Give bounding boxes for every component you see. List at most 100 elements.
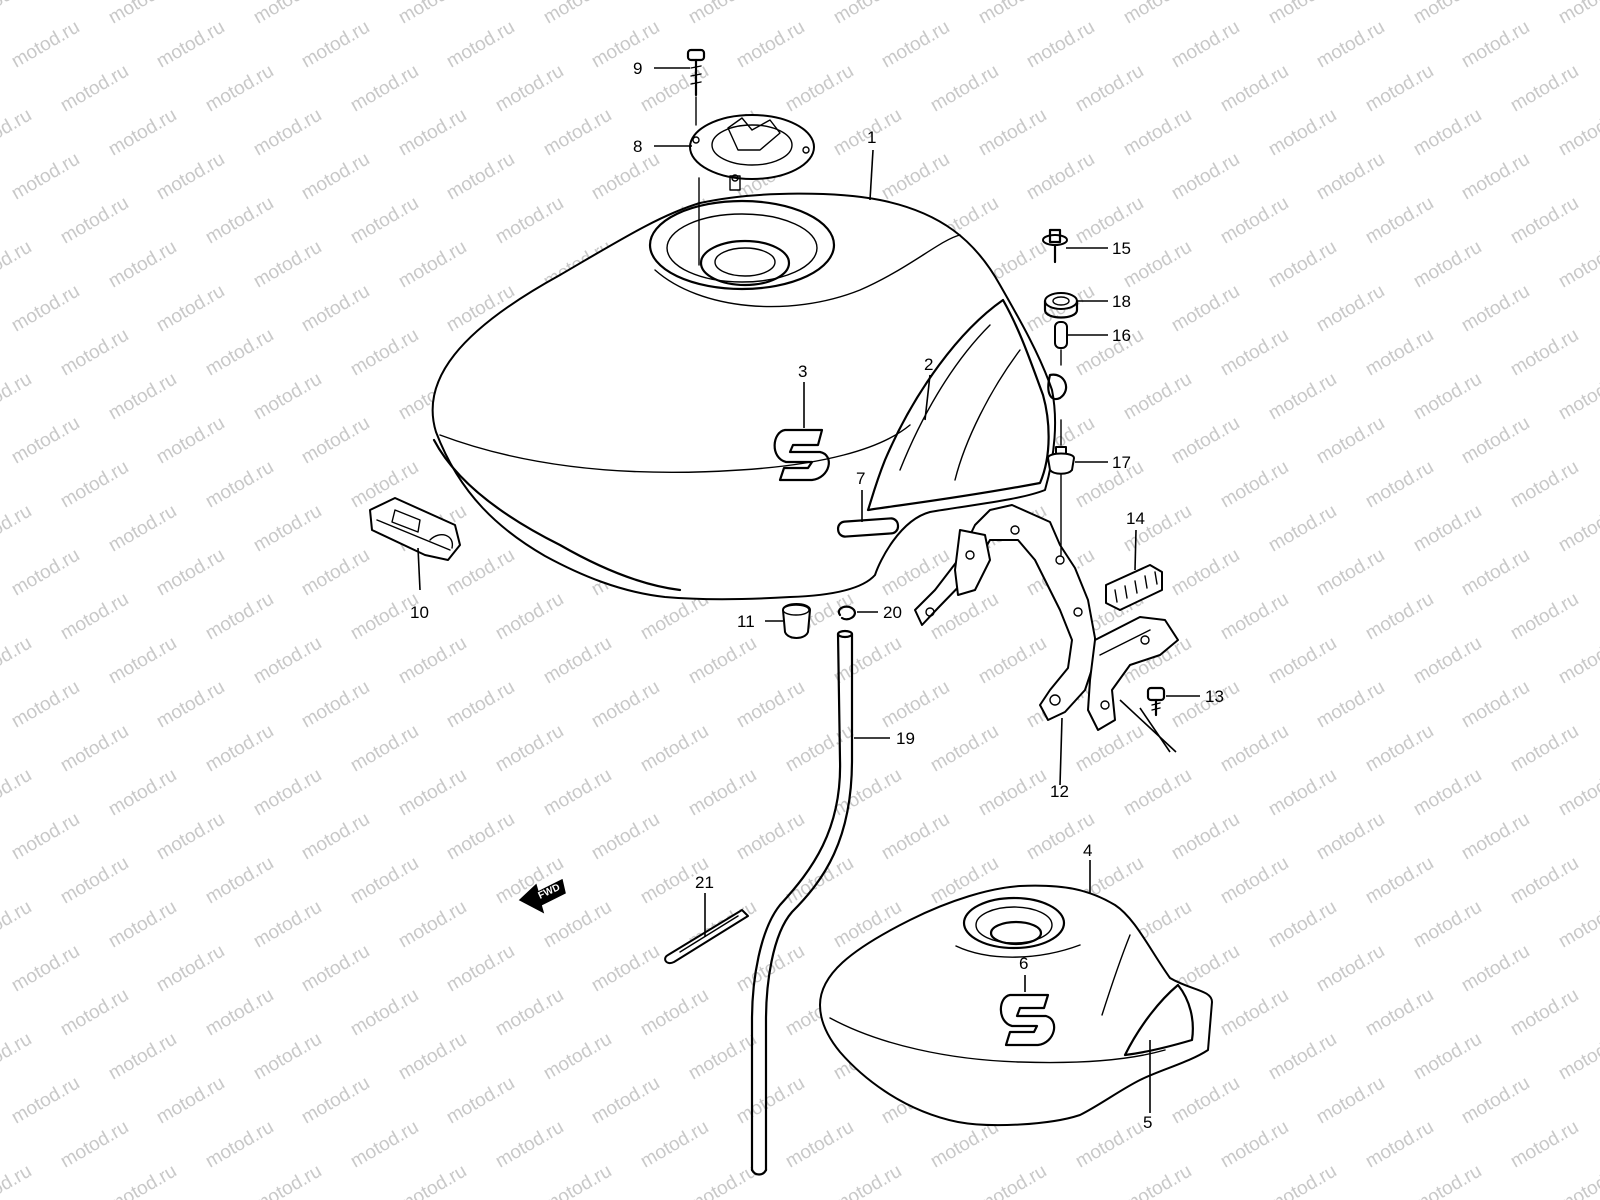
watermark-text: motod.ru xyxy=(57,325,132,381)
collar xyxy=(1054,321,1068,366)
watermark-text: motod.ru xyxy=(57,589,132,645)
leader-lines xyxy=(417,67,1200,1113)
callout-17: 17 xyxy=(1112,453,1131,472)
watermark-text: motod.ru xyxy=(1458,149,1533,205)
watermark-text: motod.ru xyxy=(540,1029,615,1085)
watermark-text: motod.ru xyxy=(1507,853,1582,909)
watermark-text: motod.ru xyxy=(57,457,132,513)
watermark-text: motod.ru xyxy=(347,193,422,249)
watermark-text: motod.ru xyxy=(298,413,373,469)
watermark-text: motod.ru xyxy=(395,633,470,689)
watermark-text: motod.ru xyxy=(1458,545,1533,601)
watermark-text: motod.ru xyxy=(8,809,83,865)
tank-cushion xyxy=(782,603,811,639)
watermark-text: motod.ru xyxy=(250,1029,325,1085)
watermark-text: motod.ru xyxy=(8,281,83,337)
watermark-text: motod.ru xyxy=(105,105,180,161)
watermark-text: motod.ru xyxy=(1120,237,1195,293)
alternate-fuel-tank xyxy=(819,884,1213,1127)
watermark-text: motod.ru xyxy=(1120,105,1195,161)
watermark-text: motod.ru xyxy=(105,765,180,821)
watermark-text: motod.ru xyxy=(0,633,35,689)
callout-10: 10 xyxy=(410,603,429,622)
watermark-text: motod.ru xyxy=(57,193,132,249)
watermark-text: motod.ru xyxy=(57,721,132,777)
watermark-text: motod.ru xyxy=(250,369,325,425)
callout-6: 6 xyxy=(1019,954,1028,973)
watermark-text: motod.ru xyxy=(1265,1161,1340,1200)
watermark-text: motod.ru xyxy=(1265,897,1340,953)
callout-20: 20 xyxy=(883,603,902,622)
watermark-text: motod.ru xyxy=(8,941,83,997)
watermark-text: motod.ru xyxy=(1168,413,1243,469)
watermark-text: motod.ru xyxy=(1410,897,1485,953)
watermark-text: motod.ru xyxy=(1217,457,1292,513)
watermark-text: motod.ru xyxy=(492,61,567,117)
watermark-text: motod.ru xyxy=(1507,1117,1582,1173)
watermark-text: motod.ru xyxy=(1410,765,1485,821)
watermark-text: motod.ru xyxy=(202,721,277,777)
watermark-text: motod.ru xyxy=(347,61,422,117)
watermark-text: motod.ru xyxy=(1313,677,1388,733)
watermark-text: motod.ru xyxy=(443,17,518,73)
watermark-text: motod.ru xyxy=(1555,105,1600,161)
watermark-text: motod.ru xyxy=(830,765,905,821)
watermark-text: motod.ru xyxy=(1313,413,1388,469)
watermark-text: motod.ru xyxy=(1265,1029,1340,1085)
watermark-text: motod.ru xyxy=(347,1117,422,1173)
watermark-text: motod.ru xyxy=(1313,545,1388,601)
watermark-text: motod.ru xyxy=(0,1029,35,1085)
watermark-text: motod.ru xyxy=(1410,237,1485,293)
watermark-text: motod.ru xyxy=(975,633,1050,689)
watermark-text: motod.ru xyxy=(637,985,712,1041)
watermark-text: motod.ru xyxy=(250,897,325,953)
watermark-text: motod.ru xyxy=(347,853,422,909)
watermark-text: motod.ru xyxy=(153,17,228,73)
watermark-text: motod.ru xyxy=(1217,589,1292,645)
watermark-text: motod.ru xyxy=(1168,1073,1243,1129)
watermark-text: motod.ru xyxy=(782,61,857,117)
watermark-text: motod.ru xyxy=(105,1161,180,1200)
watermark-text: motod.ru xyxy=(540,0,615,28)
callout-2: 2 xyxy=(924,355,933,374)
watermark-text: motod.ru xyxy=(492,721,567,777)
watermark-text: motod.ru xyxy=(1217,61,1292,117)
watermark-text: motod.ru xyxy=(153,809,228,865)
watermark-text: motod.ru xyxy=(1458,941,1533,997)
watermark-text: motod.ru xyxy=(1265,369,1340,425)
watermark-text: motod.ru xyxy=(1265,105,1340,161)
watermark-text: motod.ru xyxy=(0,765,35,821)
watermark-text: motod.ru xyxy=(637,721,712,777)
watermark-text: motod.ru xyxy=(443,149,518,205)
watermark-text: motod.ru xyxy=(443,809,518,865)
watermark-text: motod.ru xyxy=(1023,17,1098,73)
watermark-text: motod.ru xyxy=(588,677,663,733)
breather-hose xyxy=(750,629,854,1176)
watermark-text: motod.ru xyxy=(1168,545,1243,601)
watermark-text: motod.ru xyxy=(685,0,760,28)
watermark-text: motod.ru xyxy=(540,765,615,821)
watermark-text: motod.ru xyxy=(202,193,277,249)
watermark-text: motod.ru xyxy=(492,985,567,1041)
watermark-text: motod.ru xyxy=(878,17,953,73)
watermark-text: motod.ru xyxy=(492,1117,567,1173)
watermark-text: motod.ru xyxy=(1120,1161,1195,1200)
watermark-text: motod.ru xyxy=(0,501,35,557)
watermark-text: motod.ru xyxy=(1410,633,1485,689)
watermark-text: motod.ru xyxy=(347,325,422,381)
watermark-text: motod.ru xyxy=(0,0,35,28)
watermark-text: motod.ru xyxy=(1555,1161,1600,1200)
fuel-cap xyxy=(689,114,815,266)
watermark-text: motod.ru xyxy=(492,193,567,249)
watermark-text: motod.ru xyxy=(975,765,1050,821)
watermark-text: motod.ru xyxy=(1120,369,1195,425)
spacer-ring xyxy=(1043,292,1079,319)
watermark-text: motod.ru xyxy=(395,0,470,28)
watermark-text: motod.ru xyxy=(1507,721,1582,777)
callout-14: 14 xyxy=(1126,509,1145,528)
fuel-tank xyxy=(431,192,1068,601)
watermark-text: motod.ru xyxy=(443,941,518,997)
watermark-text: motod.ru xyxy=(105,897,180,953)
callouts: 1 2 3 4 5 6 7 8 9 10 11 12 13 14 15 16 1… xyxy=(410,59,1224,1132)
watermark-text: motod.ru xyxy=(878,149,953,205)
